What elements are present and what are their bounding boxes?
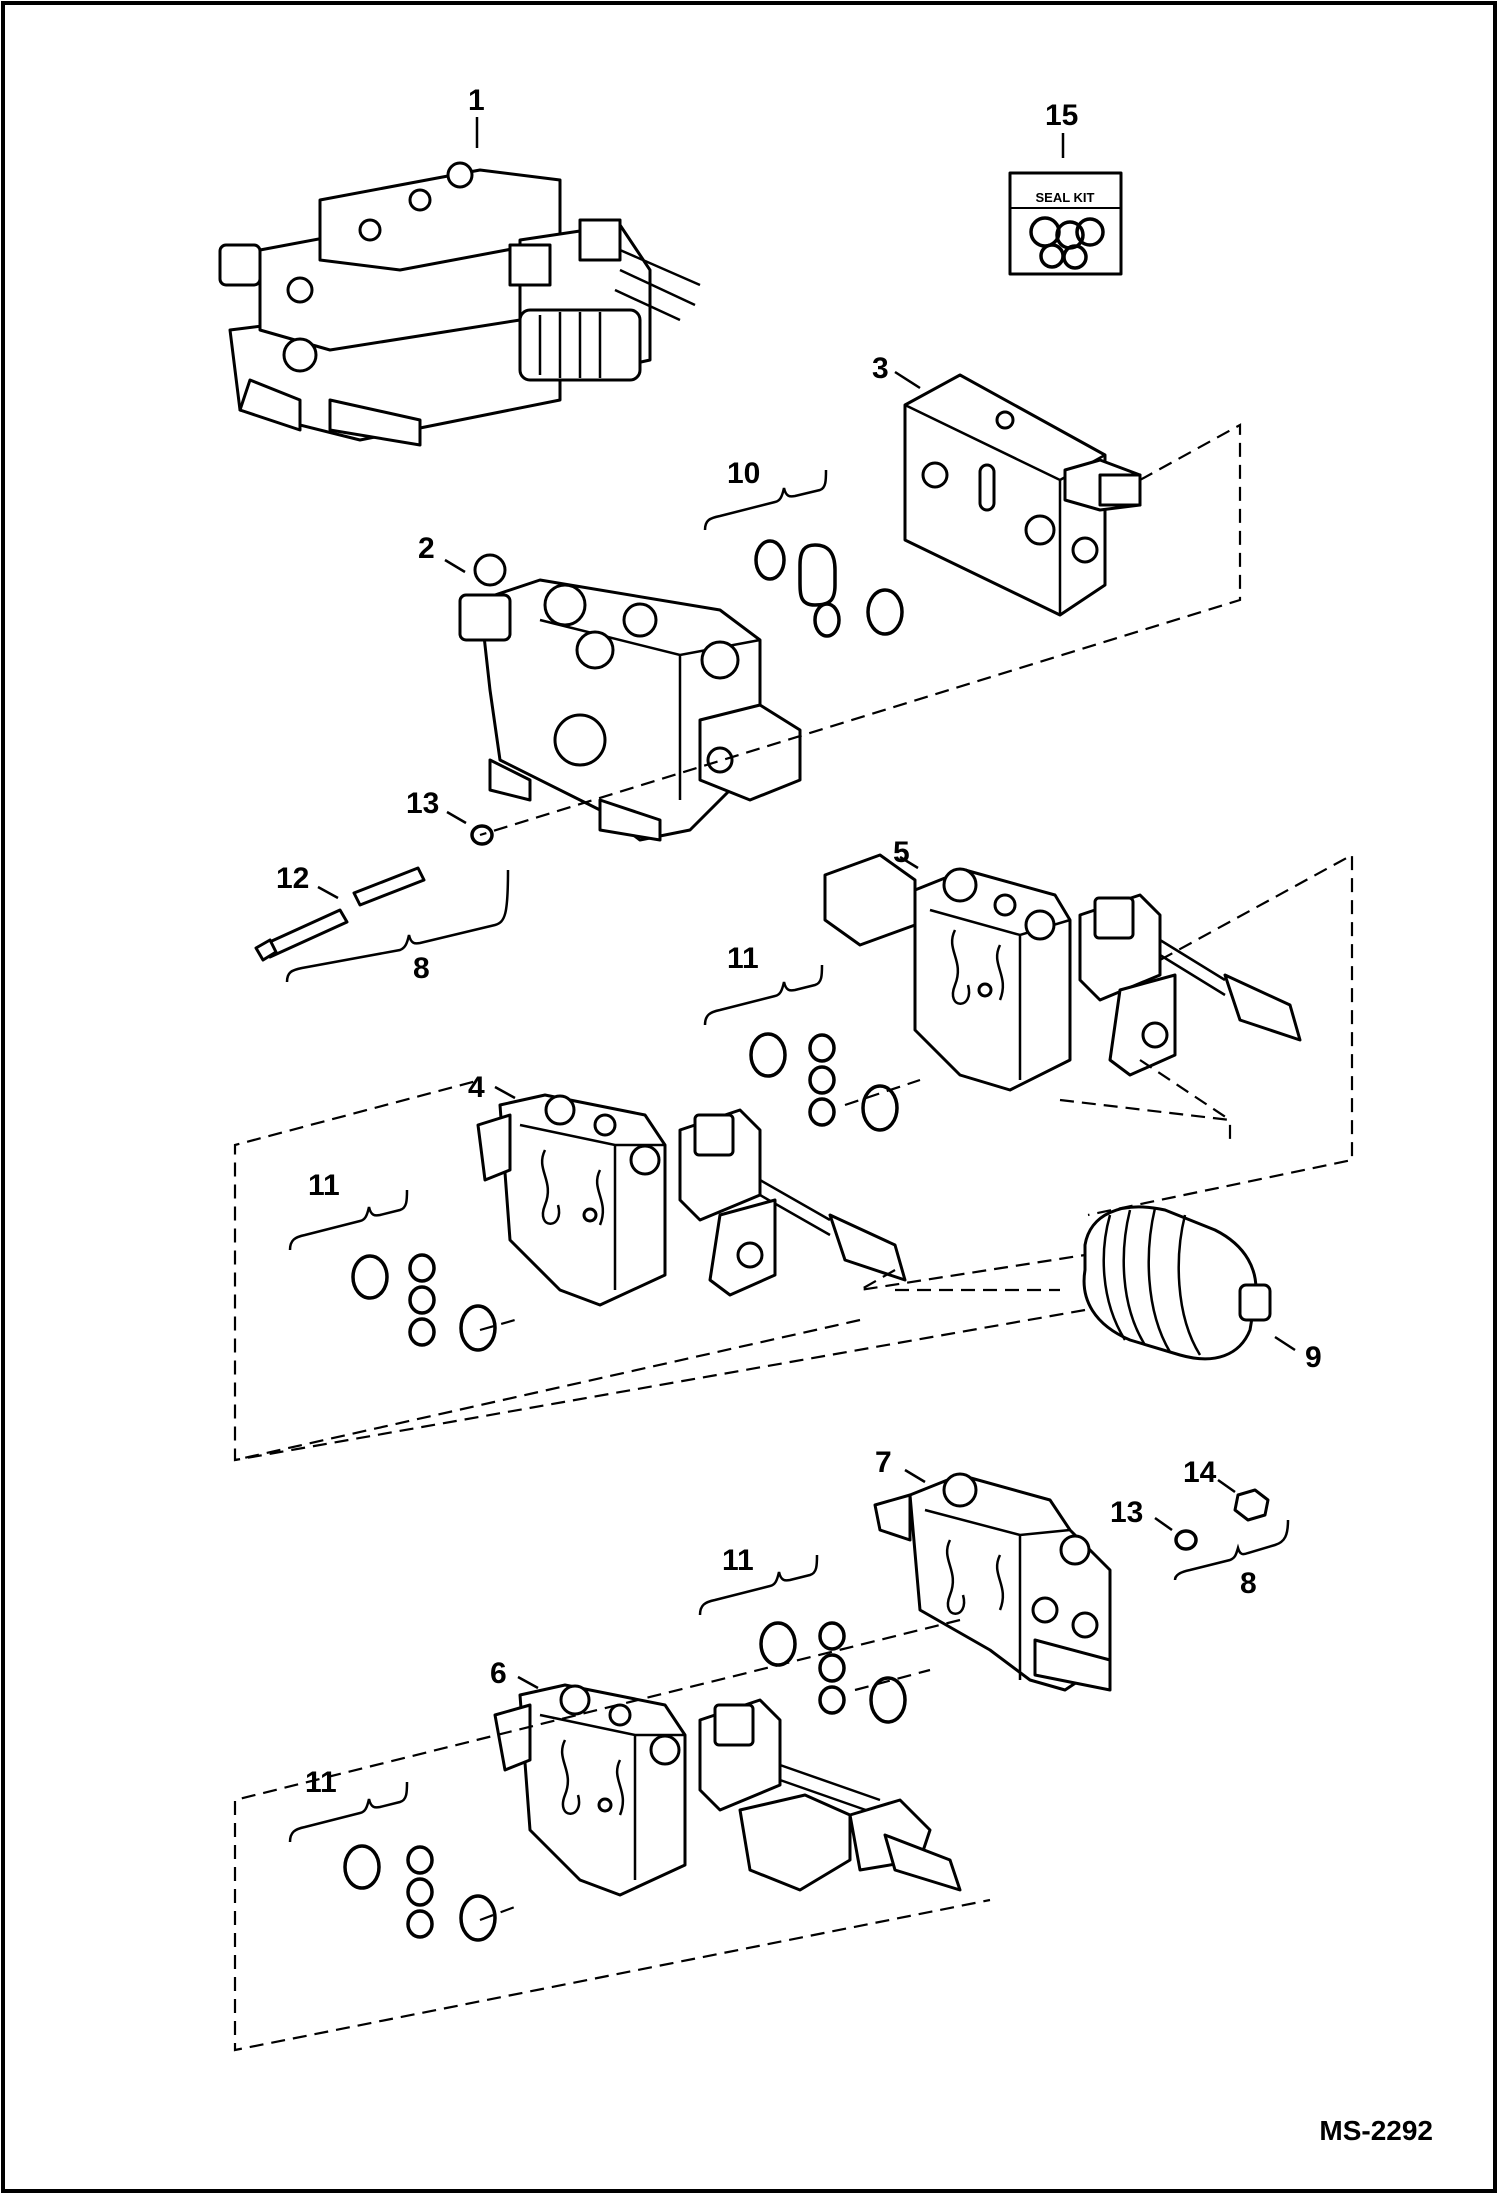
end-section-part-7 bbox=[873, 1472, 1112, 1692]
callout-13-lower: 13 bbox=[1110, 1496, 1143, 1529]
callout-14: 14 bbox=[1183, 1456, 1217, 1489]
figure-code: MS-2292 bbox=[1319, 2115, 1433, 2146]
callout-11-d: 11 bbox=[305, 1766, 337, 1799]
callout-15: 15 bbox=[1045, 99, 1078, 132]
callout-labels: 1 2 3 4 5 6 7 8 8 9 10 11 11 11 11 12 13… bbox=[276, 84, 1322, 1799]
nut-part-14-washer-part-13 bbox=[1174, 1488, 1270, 1551]
o-rings-part-11-c bbox=[759, 1621, 907, 1724]
inlet-section-part-2 bbox=[458, 553, 802, 842]
o-rings-part-11-b bbox=[351, 1253, 497, 1352]
callout-9: 9 bbox=[1305, 1341, 1322, 1374]
callout-10: 10 bbox=[727, 457, 760, 490]
callout-12: 12 bbox=[276, 862, 309, 895]
seal-kit-label: SEAL KIT bbox=[1036, 190, 1095, 205]
callout-8-lower: 8 bbox=[1240, 1567, 1257, 1600]
callout-2: 2 bbox=[418, 532, 435, 565]
seal-kit-part-15: SEAL KIT bbox=[1008, 171, 1123, 276]
callout-3: 3 bbox=[872, 352, 889, 385]
o-rings-part-11-a bbox=[749, 1032, 899, 1132]
callout-11-c: 11 bbox=[722, 1544, 754, 1577]
callout-4: 4 bbox=[468, 1071, 485, 1104]
tie-rods-part-8-12-13 bbox=[254, 824, 494, 962]
callout-11-b: 11 bbox=[308, 1169, 340, 1202]
valve-assembly-part-1 bbox=[218, 161, 701, 447]
o-rings-part-10 bbox=[754, 539, 904, 638]
callout-5: 5 bbox=[893, 836, 910, 869]
callout-1: 1 bbox=[468, 84, 485, 117]
end-plate-part-3 bbox=[903, 373, 1142, 617]
section-valve-part-4 bbox=[476, 1093, 907, 1307]
section-valve-part-6 bbox=[493, 1683, 962, 1897]
callout-11-a: 11 bbox=[727, 942, 759, 975]
callout-6: 6 bbox=[490, 1657, 507, 1690]
callout-13-upper: 13 bbox=[406, 787, 439, 820]
detent-cap-part-9 bbox=[1082, 1205, 1272, 1361]
group-braces bbox=[285, 469, 1290, 1843]
o-rings-part-11-d bbox=[343, 1844, 497, 1942]
section-valve-part-5 bbox=[823, 853, 1302, 1092]
leader-lines bbox=[317, 117, 1296, 1690]
callout-8-upper: 8 bbox=[413, 952, 430, 985]
alignment-lines bbox=[233, 423, 1354, 2052]
callout-7: 7 bbox=[875, 1446, 892, 1479]
